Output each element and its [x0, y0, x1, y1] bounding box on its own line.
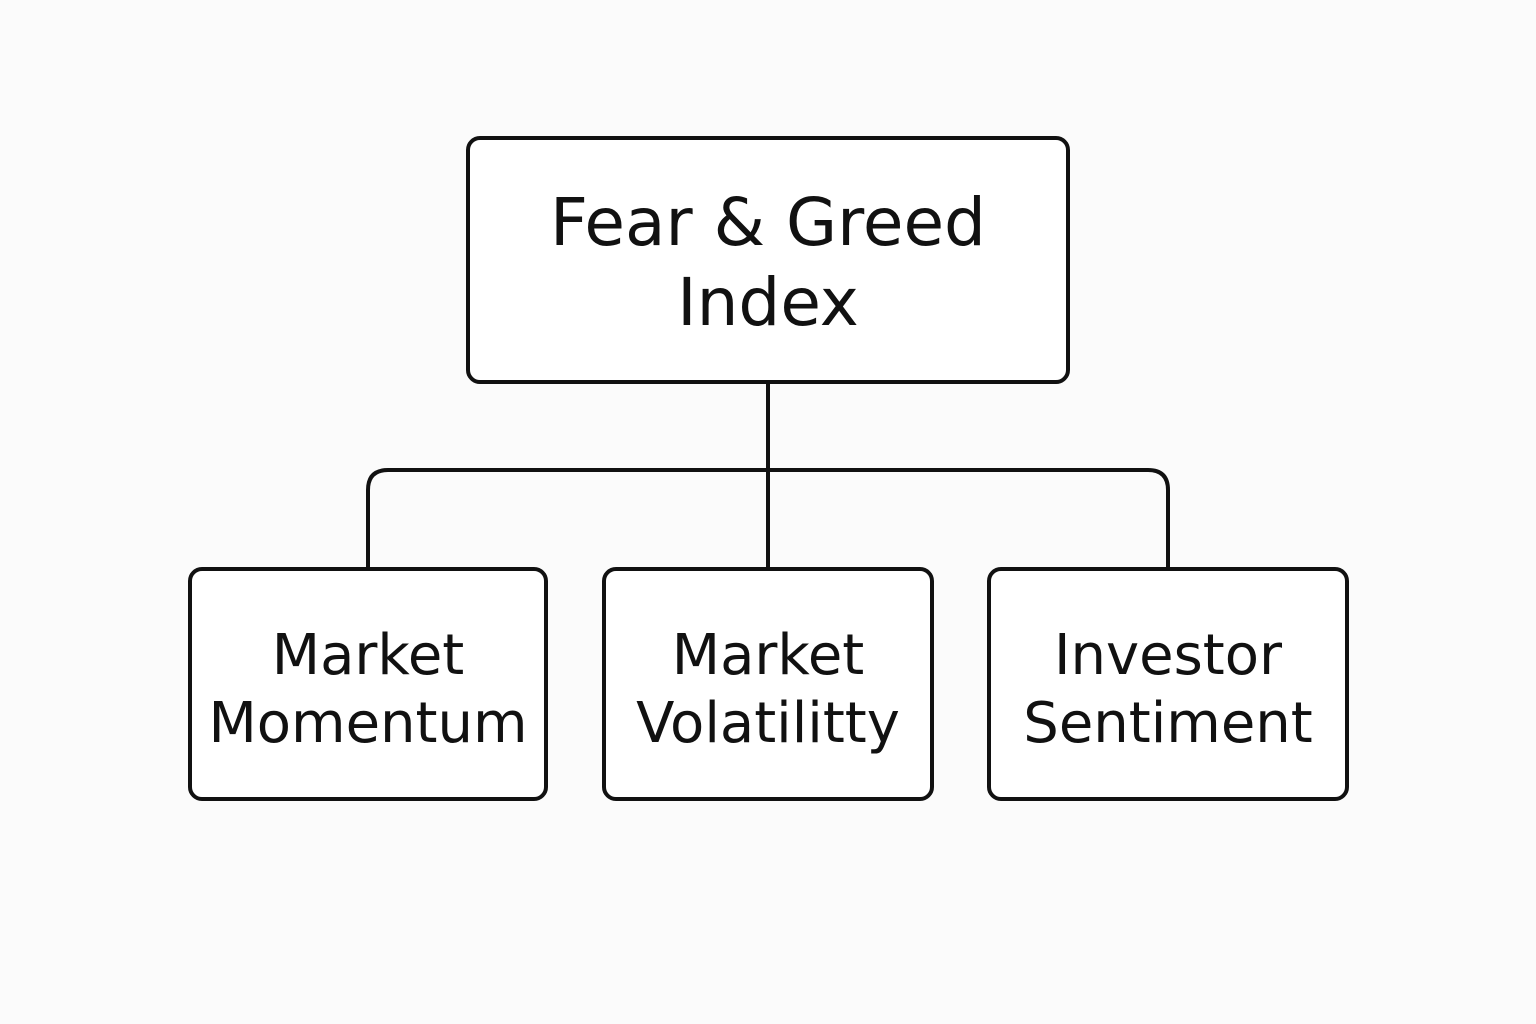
root-node-label-line2: Index	[677, 264, 859, 341]
child-node-market-momentum: Market Momentum	[188, 567, 548, 801]
root-node-label-line1: Fear & Greed	[550, 184, 986, 261]
child-node-label-line1: Market	[271, 623, 465, 688]
child-node-investor-sentiment: Investor Sentiment	[987, 567, 1349, 801]
child-node-label-line2: Momentum	[208, 691, 528, 756]
child-node-label-line2: Volatilitty	[636, 691, 900, 756]
child-node-label-line1: Market	[671, 623, 865, 688]
child-node-label-line2: Sentiment	[1023, 691, 1313, 756]
child-node-market-volatility: Market Volatilitty	[602, 567, 934, 801]
child-node-label-line1: Investor	[1053, 623, 1283, 688]
connector-branch-bar	[366, 468, 1170, 567]
root-node-fear-greed-index: Fear & Greed Index	[466, 136, 1070, 384]
